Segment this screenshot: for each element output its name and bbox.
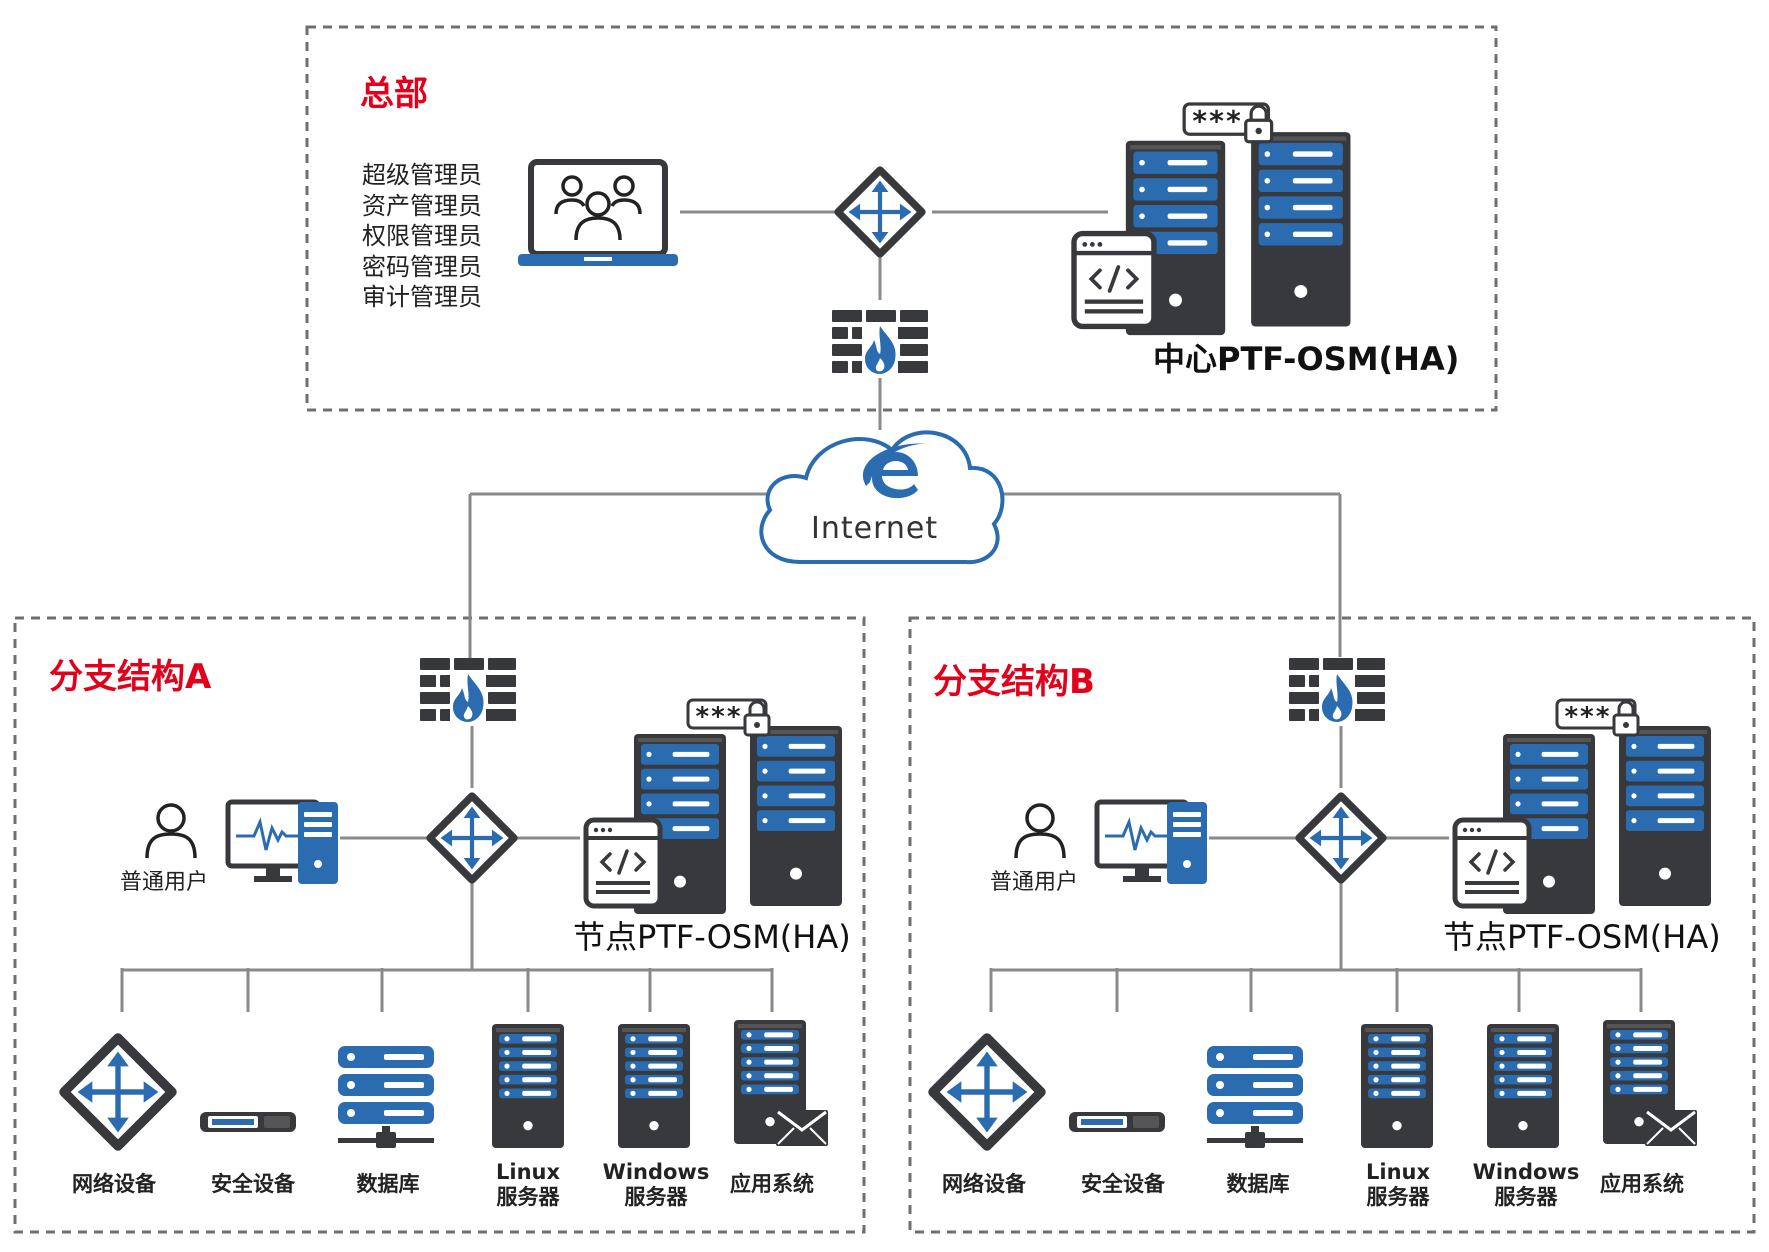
branch-b-firewall-icon — [1289, 658, 1385, 724]
branch-a-app-server-icon — [734, 1020, 806, 1144]
hq-central-cluster: *** — [1071, 102, 1351, 336]
hq-firewall-icon — [832, 310, 928, 376]
device-icons: *** *** *** — [59, 102, 1711, 1151]
branch-a-app-system-label: 应用系统 — [730, 1172, 814, 1196]
branch-b-user-icon — [1014, 803, 1066, 859]
role-audit-admin: 审计管理员 — [362, 283, 482, 311]
branch-b-router-icon — [1295, 792, 1387, 884]
branch-a-network-device-icon — [59, 1033, 177, 1151]
role-asset-admin: 资产管理员 — [362, 191, 482, 220]
branch-b-node-cluster: *** — [1452, 698, 1711, 914]
branch-a-title: 分支结构A — [49, 657, 212, 697]
branch-b-database-label: 数据库 — [1226, 1172, 1290, 1196]
branch-a-node-server-tower-2 — [750, 726, 842, 906]
branch-b-app-system-label: 应用系统 — [1600, 1172, 1684, 1196]
branch-b-database-icon — [1207, 1046, 1303, 1148]
branch-b-windows-server-icon — [1487, 1024, 1559, 1148]
password-mask-text: *** — [1191, 105, 1242, 138]
hq-router-icon — [834, 166, 926, 258]
branch-a-user-label: 普通用户 — [120, 870, 209, 895]
branch-b-zone-border — [908, 616, 1756, 1234]
branch-b-security-device-icon — [1069, 1112, 1165, 1132]
branch-a-database-label: 数据库 — [356, 1172, 420, 1196]
branch-b-security-device-label: 安全设备 — [1081, 1172, 1165, 1196]
internet-cloud-icon — [759, 430, 1005, 565]
hq-central-config-window — [1071, 230, 1157, 330]
branch-b-workstation-icon — [1094, 799, 1207, 884]
role-super-admin: 超级管理员 — [362, 161, 482, 189]
branch-a-router-icon — [426, 792, 518, 884]
role-permission-admin: 权限管理员 — [362, 222, 482, 250]
branch-b-user-label: 普通用户 — [990, 870, 1079, 895]
branch-a-windows-server-icon — [618, 1024, 690, 1148]
branch-a-linux-server-icon — [492, 1024, 564, 1148]
internet-label: Internet — [811, 511, 939, 546]
branch-a-network-device-label: 网络设备 — [72, 1172, 156, 1196]
branch-b-network-device-label: 网络设备 — [942, 1172, 1026, 1196]
hq-zone-border — [305, 25, 1498, 412]
branch-a-security-device-icon — [200, 1112, 296, 1132]
branch-b-network-device-icon — [928, 1033, 1046, 1151]
branch-a-firewall-icon — [420, 658, 516, 724]
branch-a-node-config-window — [583, 817, 663, 909]
branch-b-mail-icon — [1645, 1110, 1697, 1146]
branch-b-node-server-tower-2 — [1619, 726, 1711, 906]
branch-a-zone-border — [13, 616, 866, 1234]
branch-b-title: 分支结构B — [933, 662, 1095, 702]
hq-title: 总部 — [360, 74, 428, 114]
hq-admin-laptop-icon — [518, 159, 678, 266]
central-server-label: 中心PTF-OSM(HA) — [1153, 340, 1460, 378]
hq-central-server-tower-2 — [1251, 132, 1351, 327]
password-mask-text: *** — [695, 702, 742, 732]
branch-a-database-icon — [338, 1046, 434, 1148]
branch-b-linux-server-icon — [1361, 1024, 1433, 1148]
branch-a-workstation-icon — [225, 799, 338, 884]
connection-lines — [120, 210, 1643, 1012]
branch-b-node-config-window — [1452, 817, 1532, 909]
hq-central-password-badge: *** — [1182, 102, 1274, 144]
branch-b-node-password-badge: *** — [1555, 698, 1640, 737]
branch-b-node-label: 节点PTF-OSM(HA) — [1443, 918, 1721, 956]
branch-a-user-icon — [145, 803, 197, 859]
branch-a-mail-icon — [776, 1110, 828, 1146]
branch-a-node-label: 节点PTF-OSM(HA) — [573, 918, 851, 956]
branch-a-node-cluster: *** — [583, 698, 842, 914]
role-password-admin: 密码管理员 — [362, 252, 482, 281]
branch-a-security-device-label: 安全设备 — [211, 1172, 295, 1196]
admin-role-list: 超级管理员 资产管理员 权限管理员 密码管理员 审计管理员 — [362, 160, 482, 313]
branch-a-node-password-badge: *** — [686, 698, 771, 737]
password-mask-text: *** — [1564, 702, 1611, 732]
